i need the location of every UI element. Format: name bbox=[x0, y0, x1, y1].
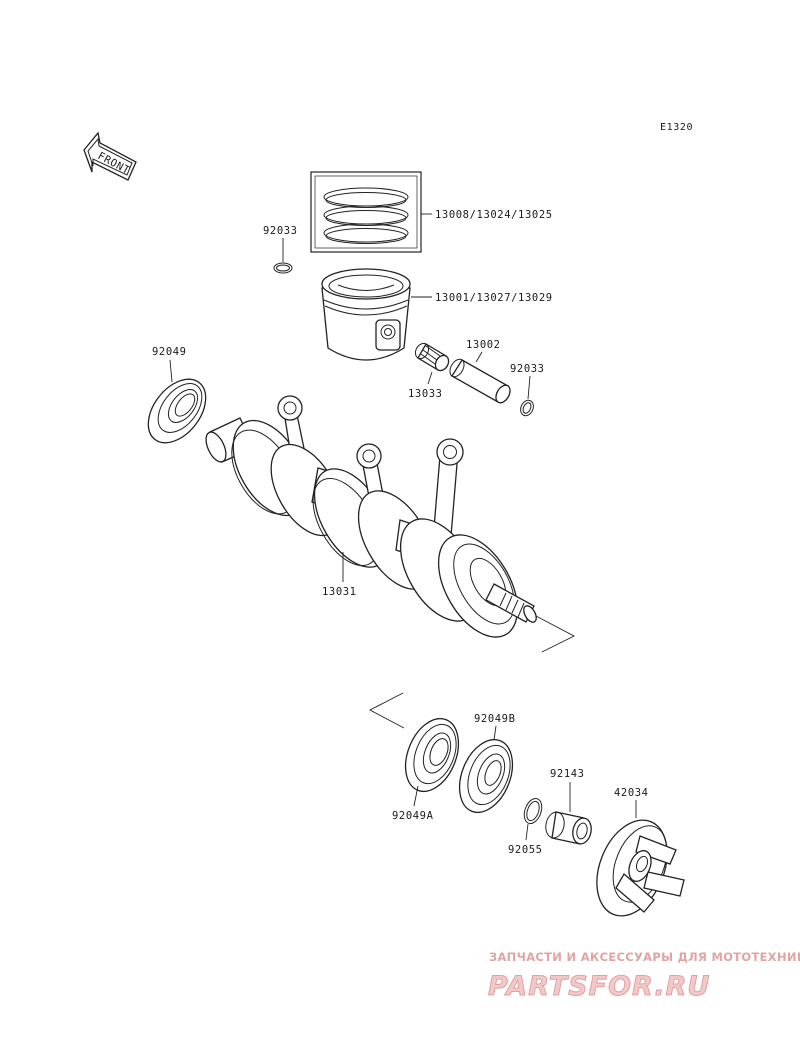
circlip-left bbox=[273, 238, 293, 274]
oil-seal-left bbox=[147, 359, 207, 444]
piston-pin bbox=[449, 351, 511, 404]
label-circlip-left: 92033 bbox=[263, 225, 298, 237]
needle-bearing bbox=[414, 342, 450, 385]
collar bbox=[545, 782, 592, 845]
front-arrow-icon: FRONT bbox=[83, 131, 137, 181]
crankshaft bbox=[205, 395, 575, 653]
label-oil-seal-b: 92049B bbox=[474, 713, 516, 725]
label-oil-seal-left: 92049 bbox=[152, 346, 187, 358]
label-piston: 13001/13027/13029 bbox=[435, 292, 553, 304]
label-o-ring: 92055 bbox=[508, 844, 543, 856]
label-piston-rings: 13008/13024/13025 bbox=[435, 209, 553, 221]
watermark-brand: PARTSFOR.RU bbox=[488, 971, 710, 1002]
label-collar: 92143 bbox=[550, 768, 585, 780]
label-crankshaft: 13031 bbox=[322, 586, 357, 598]
label-coupling: 42034 bbox=[614, 787, 649, 799]
axis-line bbox=[369, 692, 405, 729]
piston bbox=[321, 268, 432, 361]
diagram-code: E1320 bbox=[660, 122, 693, 133]
oil-seal-a bbox=[404, 717, 460, 807]
label-oil-seal-a: 92049A bbox=[392, 810, 434, 822]
o-ring bbox=[523, 797, 543, 841]
label-piston-pin: 13002 bbox=[466, 339, 501, 351]
circlip-right bbox=[520, 375, 534, 417]
watermark-tagline: ЗАПЧАСТИ И АКСЕССУАРЫ ДЛЯ МОТОТЕХНИКИ bbox=[489, 950, 800, 964]
watermark: ЗАПЧАСТИ И АКСЕССУАРЫ ДЛЯ МОТОТЕХНИКИ PA… bbox=[488, 950, 800, 1003]
piston-rings bbox=[310, 171, 432, 253]
coupling bbox=[596, 800, 685, 917]
label-circlip-right: 92033 bbox=[510, 363, 545, 375]
oil-seal-b bbox=[458, 725, 514, 814]
label-needle-bearing: 13033 bbox=[408, 388, 443, 400]
